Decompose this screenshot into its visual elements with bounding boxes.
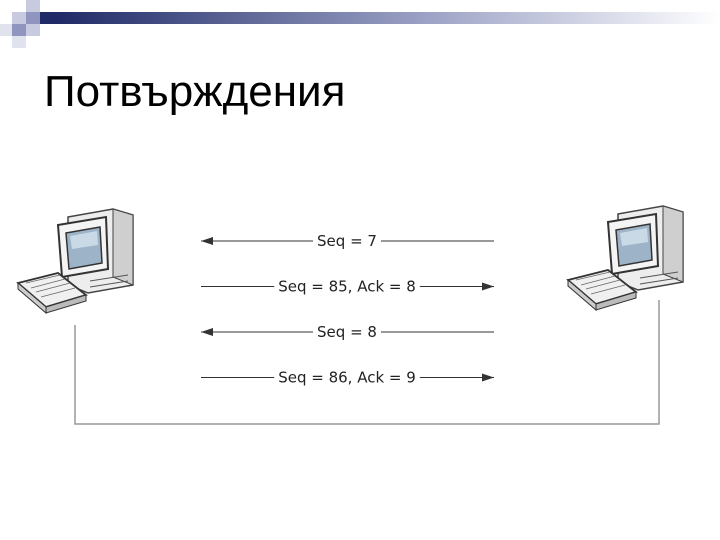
message-label: Seq = 8 <box>317 323 377 341</box>
message-3: Seq = 8 <box>201 322 494 342</box>
message-label: Seq = 7 <box>317 232 377 250</box>
arrow-left-icon <box>201 328 213 336</box>
deco-square <box>40 12 54 24</box>
message-4: Seq = 86, Ack = 9 <box>201 367 494 388</box>
message-1: Seq = 7 <box>201 231 494 251</box>
label-background <box>274 367 420 388</box>
host-right <box>567 205 684 311</box>
label-background <box>313 231 381 251</box>
arrow-right-icon <box>482 282 494 291</box>
deco-square <box>12 24 26 36</box>
label-background <box>313 322 381 342</box>
desktop-computer-icon <box>567 205 684 311</box>
deco-square <box>12 12 26 24</box>
message-arrows: Seq = 7 Seq = 85, Ack = 8 Seq = 8 Seq = 86,… <box>201 231 494 388</box>
deco-square <box>12 36 26 48</box>
message-label: Seq = 86, Ack = 9 <box>278 369 416 387</box>
arrow-right-icon <box>482 373 494 382</box>
deco-bar <box>54 12 720 24</box>
deco-square <box>26 0 40 12</box>
arrow-left-icon <box>201 237 213 245</box>
deco-square <box>26 24 40 36</box>
host-left <box>17 208 134 314</box>
message-2: Seq = 85, Ack = 8 <box>201 276 494 297</box>
slide-title: Потвърждения <box>44 67 346 116</box>
header-decoration <box>0 0 720 48</box>
network-cable <box>74 300 660 425</box>
deco-square <box>0 24 12 36</box>
label-background <box>274 276 420 297</box>
message-label: Seq = 85, Ack = 8 <box>278 278 416 296</box>
desktop-computer-icon <box>17 208 134 314</box>
deco-square <box>26 12 40 24</box>
